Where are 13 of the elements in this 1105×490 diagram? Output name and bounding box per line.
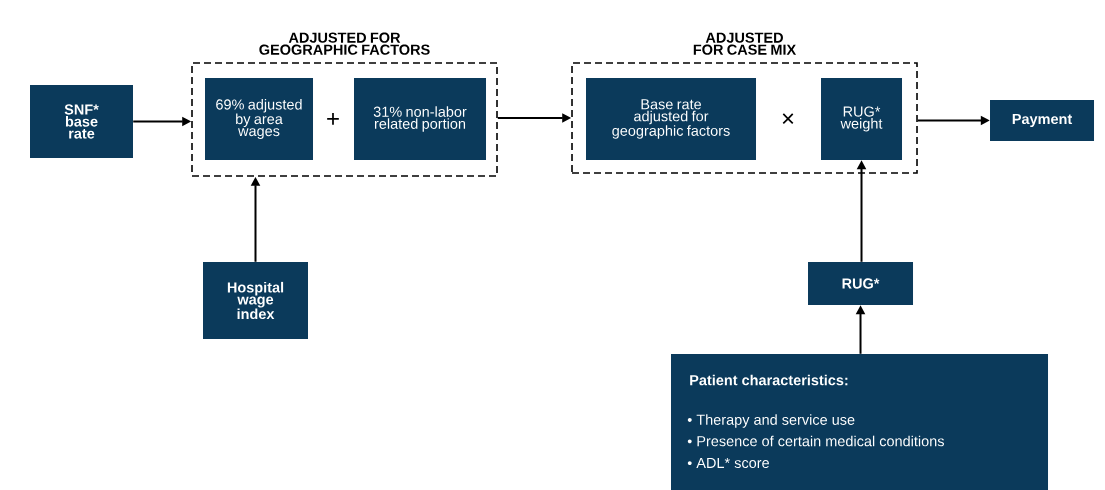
process-box: RUG* <box>808 262 913 305</box>
operator-sign: + <box>327 113 339 125</box>
process-box: Payment <box>990 100 1094 141</box>
process-box: SNF* base rate <box>30 85 133 158</box>
process-box: Base rate adjusted for geographic factors <box>586 78 756 160</box>
operator-sign: × <box>782 113 794 125</box>
info-box: Patient characteristics: • Therapy and service use • Presence of certain medical conditions • ADL* score <box>671 354 1048 490</box>
process-box: 31% non-labor related portion <box>354 78 486 160</box>
process-box: Hospital wage index <box>203 262 308 339</box>
group-heading: ADJUSTED FOR CASE MIX <box>693 32 797 55</box>
process-box: 69% adjusted by area wages <box>205 78 313 160</box>
group-heading: ADJUSTED FOR GEOGRAPHIC FACTORS <box>259 32 430 55</box>
process-box: RUG* weight <box>821 78 902 160</box>
